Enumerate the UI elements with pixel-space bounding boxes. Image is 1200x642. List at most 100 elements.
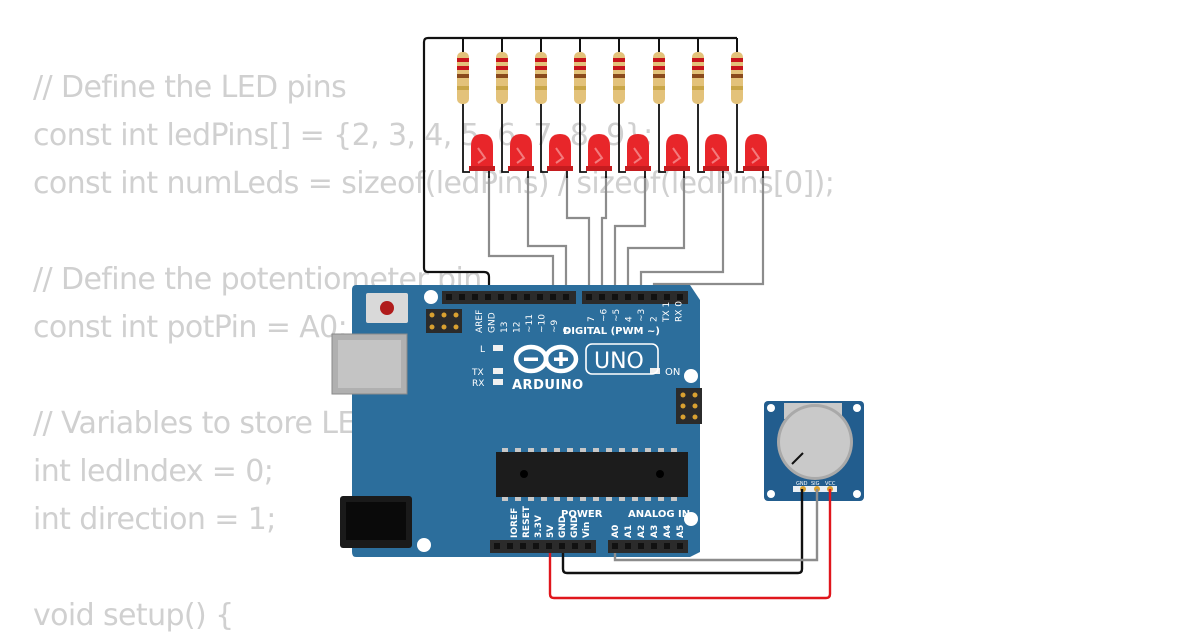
- led-lead: [540, 104, 548, 173]
- mount-hole: [684, 512, 698, 526]
- pin-label: 4: [625, 316, 635, 322]
- led-lead: [462, 104, 470, 173]
- code-line: const int potPin = A0;: [33, 310, 348, 345]
- header-pin: [651, 294, 657, 300]
- pot-knob[interactable]: [780, 407, 850, 477]
- chip-pin: [554, 448, 560, 452]
- led-resistor-pair: [457, 52, 495, 178]
- pin-label: A5: [676, 525, 686, 538]
- led-resistor-pair: [653, 52, 690, 178]
- digital-label: DIGITAL (PWM ~): [563, 326, 660, 337]
- code-line: void setup() {: [33, 598, 234, 633]
- chip-pin: [658, 497, 664, 501]
- pot-pin-label-sig: SIG: [811, 481, 820, 487]
- rx-led: [493, 379, 503, 385]
- rx-led-label: RX: [472, 379, 484, 389]
- mount-hole: [684, 369, 698, 383]
- chip-pin: [515, 448, 521, 452]
- resistor-band: [496, 66, 508, 70]
- signal-wire: [600, 176, 608, 297]
- arduino-logo: [513, 344, 579, 374]
- led-resistor-pair: [535, 52, 573, 178]
- wires-front: [548, 489, 832, 600]
- resistor-band: [457, 58, 469, 62]
- pin-label: TX 1: [662, 302, 672, 323]
- led-highlight: [516, 147, 526, 164]
- pin-label: IOREF: [510, 508, 520, 538]
- pin-label: ~10: [538, 314, 548, 333]
- chip-pin: [567, 448, 573, 452]
- header-pin: [638, 543, 644, 549]
- signal-wire: [526, 176, 568, 297]
- pin-label: GND: [570, 516, 580, 538]
- signal-wire: [652, 176, 765, 297]
- signal-wire: [565, 176, 591, 297]
- header-pin: [507, 543, 513, 549]
- chip-pin: [671, 497, 677, 501]
- led-lead: [618, 104, 626, 173]
- resistor-band: [613, 86, 625, 90]
- header-pin: [572, 543, 578, 549]
- pin-label: Vin: [582, 522, 592, 538]
- header-pin: [511, 294, 517, 300]
- resistor-band: [653, 66, 665, 70]
- header-pin: [520, 543, 526, 549]
- resistor-band: [692, 86, 704, 90]
- resistor-band: [574, 66, 586, 70]
- chip-pin: [580, 497, 586, 501]
- resistor-band: [653, 86, 665, 90]
- header-pin: [559, 543, 565, 549]
- mount-hole: [767, 404, 775, 412]
- pin-label: 13: [500, 322, 510, 333]
- resistor-band: [535, 86, 547, 90]
- header-pin: [612, 543, 618, 549]
- chip-pin: [593, 448, 599, 452]
- uno-model: UNO: [594, 349, 644, 374]
- resistor-band: [574, 58, 586, 62]
- led-highlight: [633, 147, 643, 164]
- pin-label: ~9: [550, 319, 560, 333]
- header-pin: [446, 294, 452, 300]
- pin-label: A4: [663, 525, 673, 538]
- pin-label: AREF: [475, 310, 485, 333]
- pot-signal-wire: [613, 489, 819, 562]
- reset-button-cap[interactable]: [380, 301, 394, 315]
- header-pin: [550, 294, 556, 300]
- header-pin: [537, 294, 543, 300]
- usb-connector-inner: [338, 340, 401, 388]
- signal-wire: [626, 176, 686, 297]
- chip-pin: [515, 497, 521, 501]
- resistor-band: [653, 58, 665, 62]
- pot-vcc-wire: [548, 489, 832, 600]
- resistor-band: [692, 58, 704, 62]
- pin-label: ~3: [637, 309, 647, 322]
- resistor-band: [692, 66, 704, 70]
- led-lead: [579, 104, 587, 173]
- on-led-label: ON: [665, 367, 680, 378]
- led-rim: [664, 166, 690, 171]
- chip-pin: [502, 448, 508, 452]
- tx-led: [493, 368, 503, 374]
- resistor-band: [457, 86, 469, 90]
- header-pin: [664, 294, 670, 300]
- led-array: [457, 52, 769, 178]
- mount-hole: [767, 490, 775, 498]
- chip-pin: [567, 497, 573, 501]
- header-pin: [625, 543, 631, 549]
- potentiometer-module[interactable]: GND SIG VCC: [764, 401, 864, 501]
- code-line: // Define the LED pins: [33, 70, 347, 105]
- header-pin: [677, 294, 683, 300]
- pin-label: A3: [650, 525, 660, 538]
- header-pin: [638, 294, 644, 300]
- pin-label: A2: [637, 525, 647, 538]
- on-led: [650, 368, 660, 374]
- led-lead: [658, 104, 666, 173]
- pin-label: GND: [558, 516, 568, 538]
- microcontroller-chip: [496, 448, 688, 501]
- header-pin: [546, 543, 552, 549]
- pin-label: ~5: [612, 309, 622, 322]
- led-lead: [501, 104, 509, 173]
- digital-header-right: [582, 291, 688, 304]
- chip-pin: [528, 497, 534, 501]
